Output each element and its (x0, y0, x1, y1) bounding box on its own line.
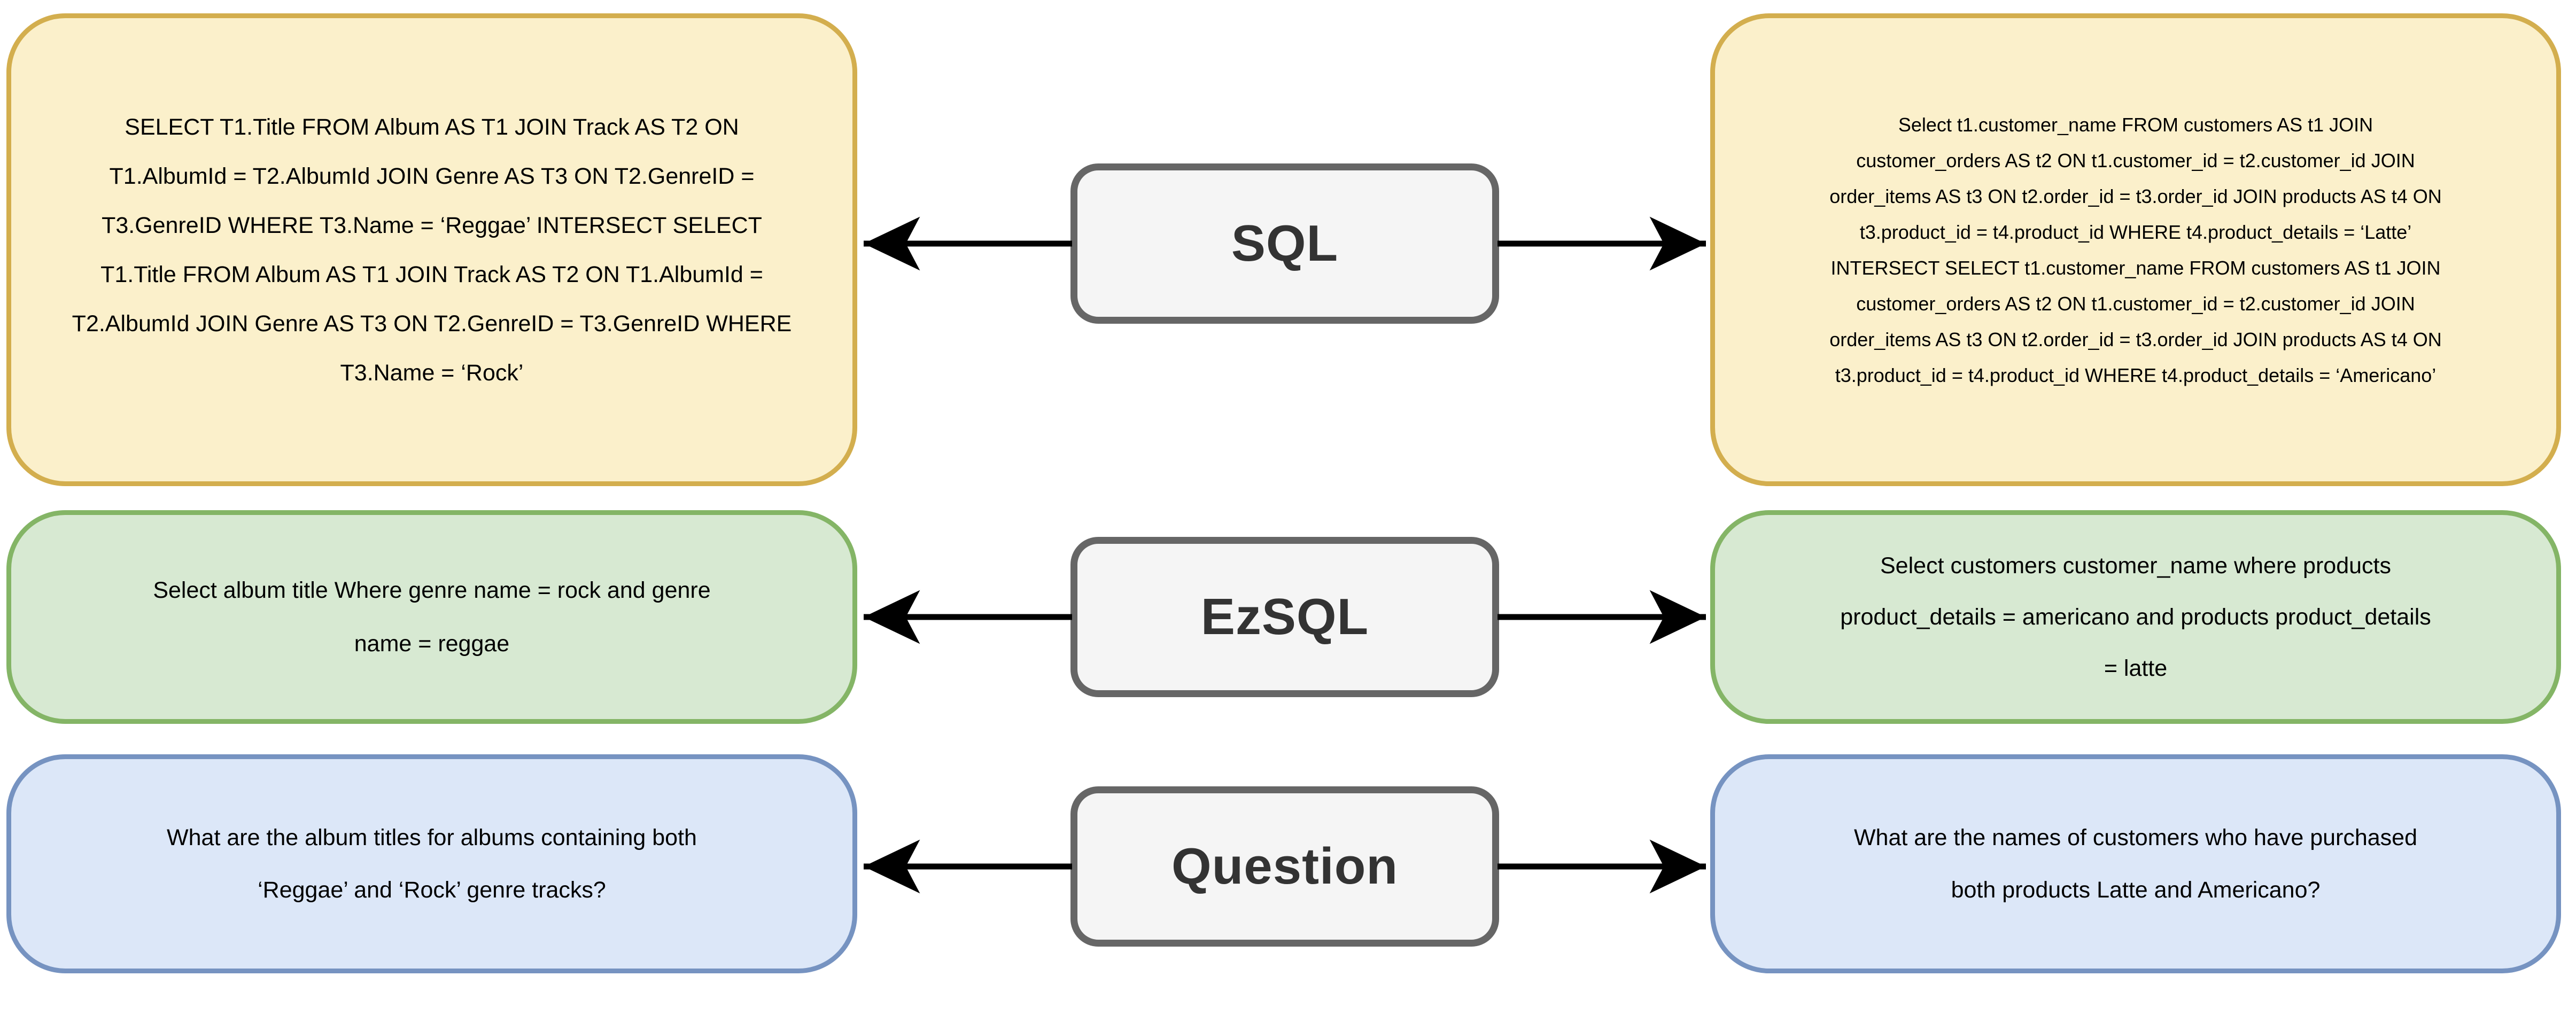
ezsql-right-box: Select customers customer_name where pro… (1710, 510, 2561, 724)
sql-left-box: SELECT T1.Title FROM Album AS T1 JOIN Tr… (6, 13, 857, 486)
ezsql-left-box: Select album title Where genre name = ro… (6, 510, 857, 724)
question-right-text: What are the names of customers who have… (1853, 825, 2418, 903)
sql-left-text: SELECT T1.Title FROM Album AS T1 JOIN Tr… (72, 114, 792, 386)
ezsql-right-text: Select customers customer_name where pro… (1840, 553, 2431, 681)
ezsql-left-text: Select album title Where genre name = ro… (153, 577, 711, 657)
ezsql-label-text: EzSQL (1200, 588, 1369, 645)
question-label-text: Question (1171, 838, 1398, 895)
question-label-box: Question (1070, 786, 1499, 947)
sql-label-text: SQL (1231, 215, 1339, 272)
ezsql-label-box: EzSQL (1070, 537, 1499, 697)
question-left-text: What are the album titles for albums con… (167, 825, 697, 903)
sql-right-text: Select t1.customer_name FROM customers A… (1829, 113, 2442, 386)
sql-label-box: SQL (1070, 163, 1499, 324)
sql-right-box: Select t1.customer_name FROM customers A… (1710, 13, 2561, 486)
question-left-box: What are the album titles for albums con… (6, 754, 857, 973)
question-right-box: What are the names of customers who have… (1710, 754, 2561, 973)
